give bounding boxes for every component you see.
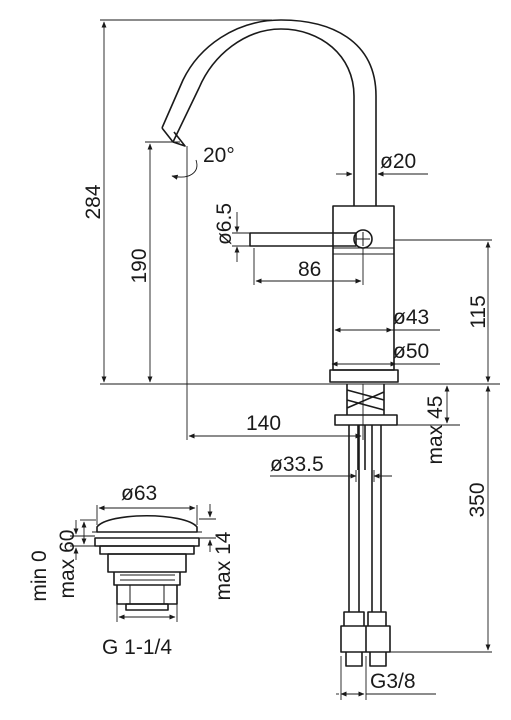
waste-body — [107, 553, 187, 605]
dim-base-diameter: ø50 — [393, 340, 429, 363]
dim-body-height: 115 — [467, 295, 490, 328]
dim-hose-connection: G3/8 — [370, 670, 416, 693]
dim-total-height: 284 — [82, 184, 105, 219]
spout-tip — [161, 127, 186, 147]
dim-deck-thickness: max 45 — [424, 396, 447, 465]
spout-tube — [161, 19, 377, 206]
supply-hoses — [348, 425, 382, 612]
dim-spout-height: 190 — [128, 248, 151, 283]
dim-body-diameter: ø43 — [393, 306, 429, 329]
waste-drawing — [92, 515, 202, 611]
mounting-shank — [334, 384, 398, 470]
dim-waste-thread: G 1-1/4 — [102, 636, 172, 659]
waste-dimensions: ø63 min 0 max 60 max 14 G 1-1/4 — [28, 482, 235, 659]
dim-tube-diameter: ø20 — [380, 150, 416, 173]
dim-spout-angle: 20° — [203, 144, 235, 167]
dim-lever-diameter: ø6.5 — [213, 203, 236, 245]
dim-cap-diameter: ø63 — [121, 482, 157, 505]
faucet-base — [329, 369, 399, 383]
dim-hose-length: 350 — [466, 482, 489, 517]
hose-fittings — [340, 611, 391, 667]
dim-waste-max: max 60 — [56, 530, 79, 599]
waste-cap — [96, 515, 198, 533]
dim-waste-min: min 0 — [28, 550, 51, 601]
dim-lever-length: 86 — [298, 258, 321, 281]
waste-flange — [94, 537, 200, 547]
faucet-dimensions: 284 190 20° ø20 ø6.5 86 ø43 ø50 — [82, 19, 492, 700]
lever-handle — [249, 232, 357, 247]
dim-shank-diameter: ø33.5 — [270, 453, 324, 476]
dim-cap-thickness: max 14 — [212, 531, 235, 600]
faucet-drawing — [100, 19, 500, 667]
dim-spout-reach: 140 — [246, 412, 281, 435]
